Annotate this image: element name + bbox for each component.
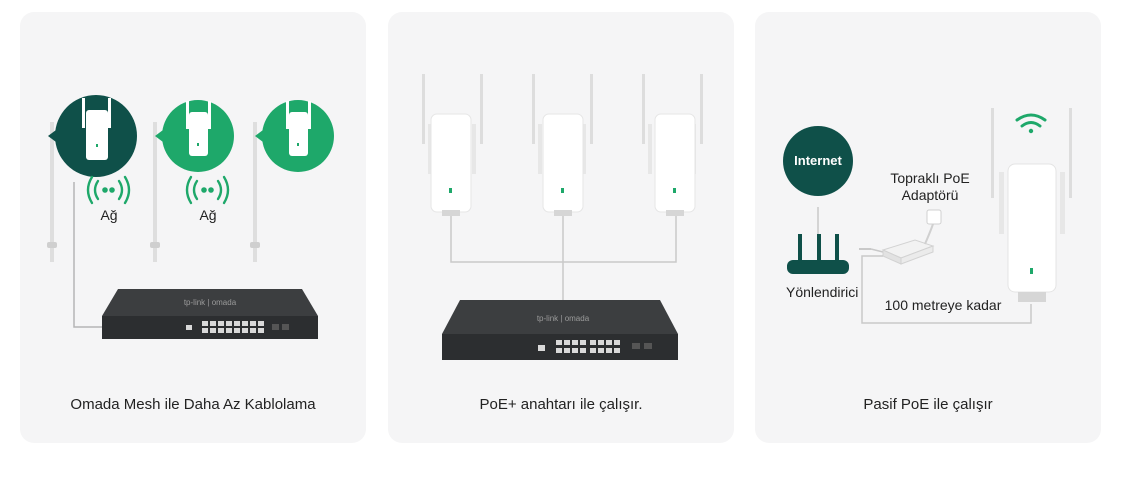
mount-pole-2 — [150, 122, 160, 262]
access-point-mesh-2 — [255, 100, 334, 172]
ethernet-cable — [73, 182, 102, 328]
wall-outlet — [926, 209, 942, 225]
switch-brand-label: tp-link | omada — [537, 314, 590, 323]
poe-adapter — [881, 239, 935, 265]
panel-caption: Pasif PoE ile çalışır — [863, 396, 993, 413]
wireless-link-icon — [86, 175, 131, 205]
wifi-icon — [1015, 113, 1047, 134]
outdoor-access-point-3 — [642, 74, 703, 216]
mesh-diagram-graphic: tp-link | omada — [47, 95, 334, 339]
internet-cloud — [783, 126, 853, 196]
panel-caption: Omada Mesh ile Daha Az Kablolama — [70, 396, 316, 413]
mount-pole-1 — [47, 122, 57, 262]
network-label-1: Ağ — [100, 207, 118, 223]
lan-cable — [870, 248, 884, 253]
outdoor-access-point — [991, 108, 1072, 302]
wireless-link-icon — [185, 175, 230, 205]
access-point-wired — [48, 95, 137, 177]
access-point-mesh-1 — [155, 100, 234, 172]
adapter-label-line-2: Adaptörü — [901, 187, 959, 203]
panel-passive-poe: Internet Yönlendirici Topraklı PoE Adapt… — [755, 12, 1101, 443]
network-label-2: Ağ — [199, 207, 217, 223]
power-cord — [924, 223, 934, 245]
distance-label: 100 metreye kadar — [882, 297, 1004, 313]
poe-switch — [442, 300, 678, 360]
adapter-label-line-1: Topraklı PoE — [890, 170, 970, 186]
switch-brand-label: tp-link | omada — [184, 298, 237, 307]
panel-mesh: tp-link | omada Ağ Ağ Omada Mesh ile Dah… — [20, 12, 366, 443]
internet-label: Internet — [794, 153, 842, 168]
poe-switch-diagram-graphic: tp-link | omada — [422, 74, 703, 360]
poe-switch — [102, 289, 318, 339]
passive-poe-diagram-graphic — [783, 108, 1072, 324]
adapter-label: Topraklı PoE Adaptörü — [890, 170, 969, 204]
mount-pole-3 — [250, 122, 260, 262]
panel-caption: PoE+ anahtarı ile çalışır. — [479, 396, 643, 413]
poe-cable — [861, 255, 1032, 324]
router-label: Yönlendirici — [786, 284, 859, 300]
router-icon — [787, 234, 849, 274]
outdoor-access-point-1 — [422, 74, 483, 216]
panel-poe-switch: tp-link | omada PoE+ anahtarı ile çalışı… — [388, 12, 734, 443]
outdoor-access-point-2 — [532, 74, 593, 216]
